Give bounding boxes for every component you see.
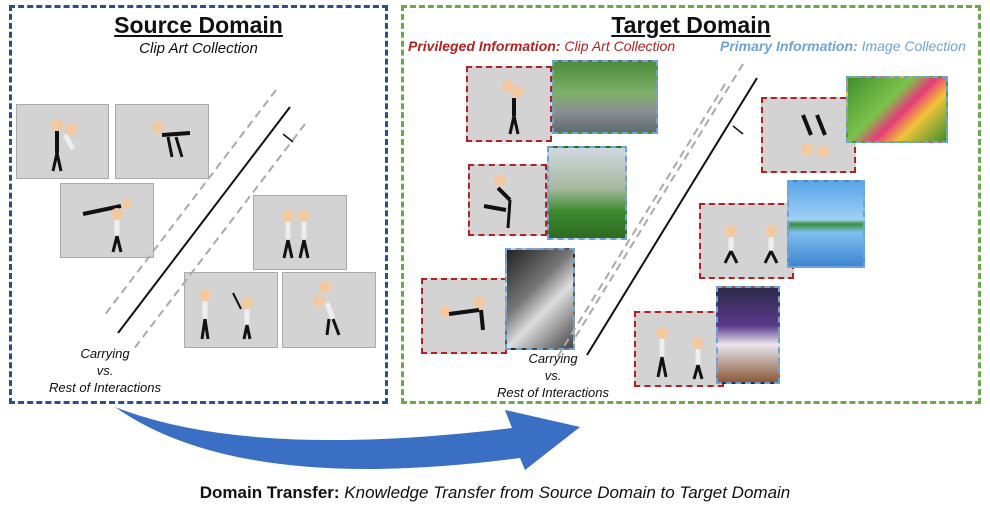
privileged-information-legend: Privileged Information: Clip Art Collect… — [408, 38, 675, 54]
clipart-figures-icon — [82, 199, 132, 253]
domain-transfer-value: Knowledge Transfer from Source Domain to… — [344, 483, 791, 502]
target-domain-panel — [401, 5, 981, 404]
source-domain-title: Source Domain — [114, 12, 283, 38]
source-clipart-other-2 — [184, 272, 278, 348]
domain-transfer-arrow-icon — [115, 407, 580, 470]
domain-transfer-caption: Domain Transfer: Knowledge Transfer from… — [0, 483, 990, 503]
clipart-figures-icon — [282, 210, 310, 259]
clipart-figures-icon — [723, 225, 779, 264]
clipart-figures-icon — [801, 114, 829, 157]
target-photo-2 — [547, 146, 627, 240]
source-domain-panel — [9, 5, 388, 404]
source-clipart-carry-4 — [282, 272, 376, 348]
target-label-carrying: Carrying — [528, 351, 578, 366]
domain-transfer-key: Domain Transfer: — [199, 483, 340, 502]
target-clipart-3 — [421, 278, 507, 354]
source-class-label: Carrying vs. Rest of Interactions — [40, 345, 170, 396]
clipart-figures-icon — [656, 327, 704, 380]
source-clipart-carry-3 — [60, 183, 154, 258]
clipart-figures-icon — [51, 119, 77, 172]
target-label-rest: Rest of Interactions — [497, 385, 609, 400]
clipart-figures-icon — [152, 121, 191, 158]
clipart-figures-icon — [439, 296, 485, 331]
primary-information-value: Image Collection — [861, 38, 966, 54]
target-clipart-4 — [761, 97, 856, 173]
clipart-figures-icon — [483, 174, 512, 229]
clipart-figures-icon — [313, 281, 341, 336]
target-photo-5 — [787, 180, 865, 268]
target-clipart-5 — [699, 203, 794, 279]
primary-information-key: Primary Information: — [720, 38, 858, 54]
source-clipart-other-1 — [253, 195, 347, 270]
source-clipart-carry-1 — [16, 104, 109, 179]
source-clipart-carry-2 — [115, 104, 209, 179]
target-photo-3 — [505, 248, 575, 350]
privileged-information-value: Clip Art Collection — [564, 38, 676, 54]
clipart-figures-icon — [199, 289, 253, 340]
target-clipart-1 — [466, 66, 552, 142]
target-label-vs: vs. — [544, 368, 562, 383]
clipart-figures-icon — [502, 80, 524, 135]
source-domain-subtitle: Clip Art Collection — [139, 40, 258, 57]
target-class-label: Carrying vs. Rest of Interactions — [487, 350, 619, 401]
target-clipart-2 — [468, 164, 547, 236]
target-photo-1 — [552, 60, 658, 134]
source-label-vs: vs. — [96, 363, 114, 378]
privileged-information-key: Privileged Information: — [408, 38, 561, 54]
primary-information-legend: Primary Information: Image Collection — [720, 38, 966, 54]
target-photo-4 — [846, 76, 948, 143]
source-label-rest: Rest of Interactions — [49, 380, 161, 395]
source-label-carrying: Carrying — [80, 346, 130, 361]
target-clipart-6 — [634, 311, 724, 387]
target-photo-6 — [716, 286, 780, 384]
target-domain-title: Target Domain — [611, 12, 771, 38]
